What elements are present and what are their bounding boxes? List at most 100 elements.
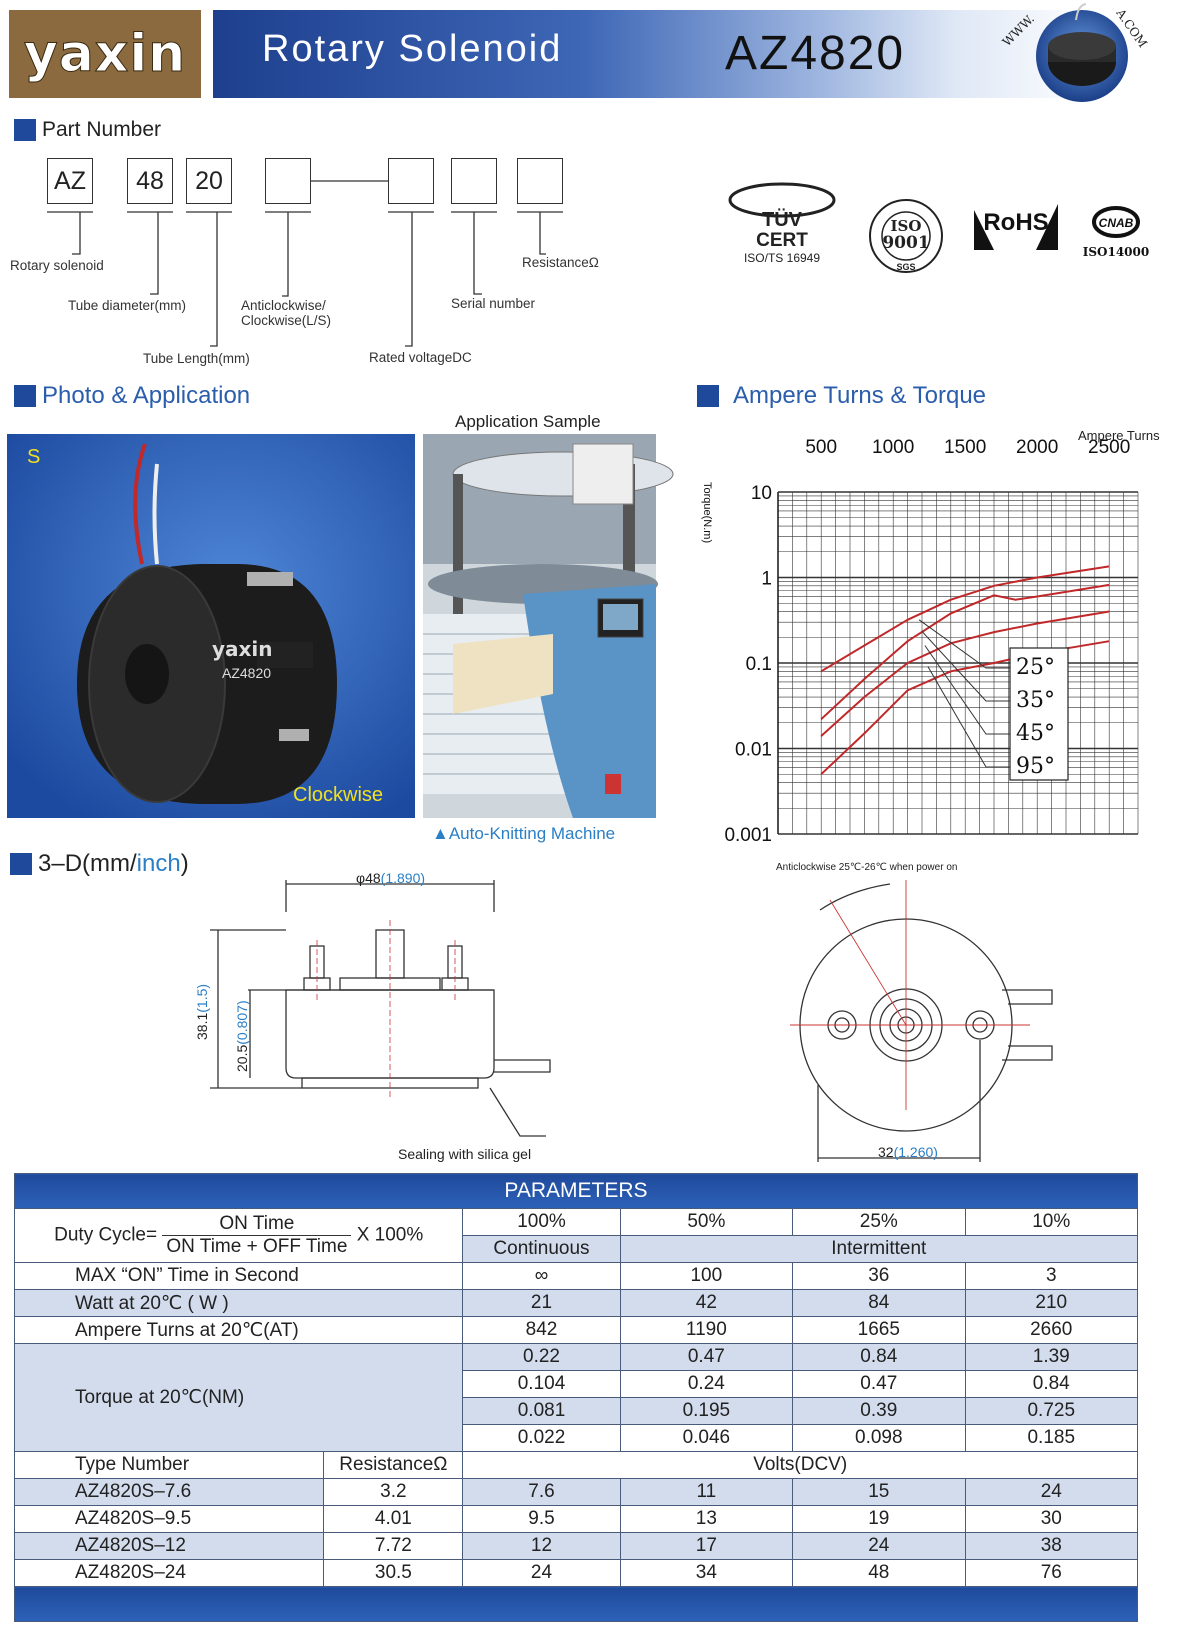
legend-entry: 35°: [1016, 688, 1055, 713]
duty-multiplier: X 100%: [356, 1224, 424, 1246]
label-resistance: ResistanceΩ: [522, 255, 599, 270]
body-height-inch: (0.807): [234, 1000, 250, 1045]
table-cell: 9.5: [462, 1505, 621, 1533]
table-cell: 17: [619, 1532, 794, 1560]
continuous-label: Continuous: [462, 1235, 621, 1263]
brand-logo-text: yaxin: [23, 24, 187, 85]
pct-100: 100%: [462, 1208, 621, 1236]
height-inch: (1.5): [194, 983, 210, 1013]
part-number-heading: Part Number: [14, 118, 161, 142]
anticlockwise-note: Anticlockwise 25℃-26℃ when power on: [776, 862, 958, 873]
table-title: PARAMETERS: [14, 1173, 1138, 1209]
table-cell: 12: [462, 1532, 621, 1560]
label-serial-number: Serial number: [451, 296, 536, 311]
tuv-text: TÜV: [762, 208, 803, 231]
table-cell: 0.195: [619, 1397, 794, 1425]
watt-label: Watt at 20℃ ( W ): [13, 1289, 464, 1317]
y-tick-label: 0.01: [735, 740, 772, 761]
table-cell: 0.046: [619, 1424, 794, 1452]
duty-label: Duty Cycle=: [54, 1224, 158, 1246]
width-inch: (1.260): [893, 1144, 938, 1160]
diameter-label: φ48(1.890): [356, 870, 425, 886]
isots-text: ISO/TS 16949: [744, 251, 820, 265]
table-cell: 0.24: [619, 1370, 794, 1398]
type-resistance: 30.5: [323, 1559, 464, 1587]
table-cell: 1190: [619, 1316, 794, 1344]
part-number-leader-lines: [47, 180, 563, 347]
table-cell: 76: [964, 1559, 1139, 1587]
table-cell: 48: [792, 1559, 966, 1587]
product-model-text: AZ4820: [222, 665, 271, 681]
legend-leader-line: [918, 619, 1010, 669]
table-cell: 2660: [964, 1316, 1139, 1344]
type-number-header: Type Number: [13, 1451, 325, 1479]
y-tick-label: 1: [761, 569, 772, 590]
product-badge-icon: WWW. A.COM: [1000, 3, 1150, 102]
table-cell: 84: [792, 1289, 966, 1317]
pct-50: 50%: [619, 1208, 794, 1236]
y-tick-label: 0.1: [746, 654, 772, 675]
label-rotary-solenoid: Rotary solenoid: [10, 258, 104, 273]
cert-text: CERT: [756, 230, 808, 251]
duty-denominator: ON Time + OFF Time: [166, 1236, 348, 1257]
table-cell: 0.84: [964, 1370, 1139, 1398]
x-tick-label: 1000: [872, 437, 914, 458]
legend-entry: 95°: [1016, 754, 1055, 779]
table-cell: 0.725: [964, 1397, 1139, 1425]
torque-label: Torque at 20℃(NM): [13, 1343, 464, 1452]
type-resistance: 4.01: [323, 1505, 464, 1533]
application-sample-label: Application Sample: [455, 412, 601, 431]
label-direction-line2: Clockwise(L/S): [241, 313, 332, 328]
part-box-3: 20: [186, 158, 232, 204]
table-cell: 19: [792, 1505, 966, 1533]
series-line: [820, 610, 1110, 737]
table-cell: 0.185: [964, 1424, 1139, 1452]
table-cell: 11: [619, 1478, 794, 1506]
sgs-text: SGS: [896, 262, 915, 272]
width-label: 32(1.260): [878, 1144, 938, 1160]
diameter-mm: φ48: [356, 870, 381, 886]
iso-text: ISO: [891, 217, 922, 235]
table-footer-bar: [14, 1586, 1138, 1622]
iso9001-logo: ISO 9001 SGS: [869, 199, 943, 273]
label-tube-length: Tube Length(mm): [143, 351, 250, 366]
certification-logos: TÜV CERT ISO/TS 16949 ISO 9001 SGS RoHS …: [728, 182, 1149, 273]
table-cell: ∞: [462, 1262, 621, 1290]
title-banner: [213, 10, 1143, 98]
x-axis-title: Ampere Turns: [1078, 428, 1160, 443]
max-on-time-label: MAX “ON” Time in Second: [13, 1262, 464, 1290]
label-direction: Anticlockwise/ Clockwise(L/S): [241, 298, 331, 328]
dim-heading-a: 3–D(mm/: [38, 850, 137, 877]
height-label: 38.1(1.5): [194, 984, 210, 1040]
photo-section-heading-text: Photo & Application: [42, 382, 251, 409]
table-cell: 24: [964, 1478, 1139, 1506]
series-line: [820, 583, 1110, 720]
clockwise-label: Clockwise: [293, 784, 384, 806]
table-cell: 15: [792, 1478, 966, 1506]
knitting-machine-photo: [423, 434, 674, 818]
intermittent-label: Intermittent: [619, 1235, 1139, 1263]
part-box-7: [517, 158, 563, 204]
label-rated-voltage: Rated voltageDC: [369, 350, 472, 365]
product-photo: yaxin AZ4820 S Clockwise: [7, 434, 415, 818]
sealing-note: Sealing with silica gel: [398, 1146, 532, 1162]
type-name: AZ4820S–24: [13, 1559, 325, 1587]
diameter-inch: (1.890): [380, 870, 426, 886]
table-cell: 0.39: [792, 1397, 966, 1425]
rohs-logo: RoHS: [974, 204, 1058, 250]
legend-entry: 45°: [1016, 721, 1055, 746]
legend-box: [1009, 647, 1069, 781]
table-cell: 0.022: [462, 1424, 621, 1452]
table-cell: 38: [964, 1532, 1139, 1560]
part-box-1: AZ: [47, 158, 93, 204]
type-name: AZ4820S–12: [13, 1532, 325, 1560]
front-view-drawing: [790, 880, 1053, 1162]
height-mm: 38.1: [194, 1012, 210, 1040]
table-cell: 36: [792, 1262, 966, 1290]
auto-knitting-caption: ▲Auto-Knitting Machine: [432, 824, 616, 843]
table-cell: 7.6: [462, 1478, 621, 1506]
legend-leader-line: [921, 631, 1010, 702]
model-number: AZ4820: [725, 27, 906, 80]
type-resistance: 3.2: [323, 1478, 464, 1506]
rohs-text: RoHS: [983, 209, 1048, 236]
